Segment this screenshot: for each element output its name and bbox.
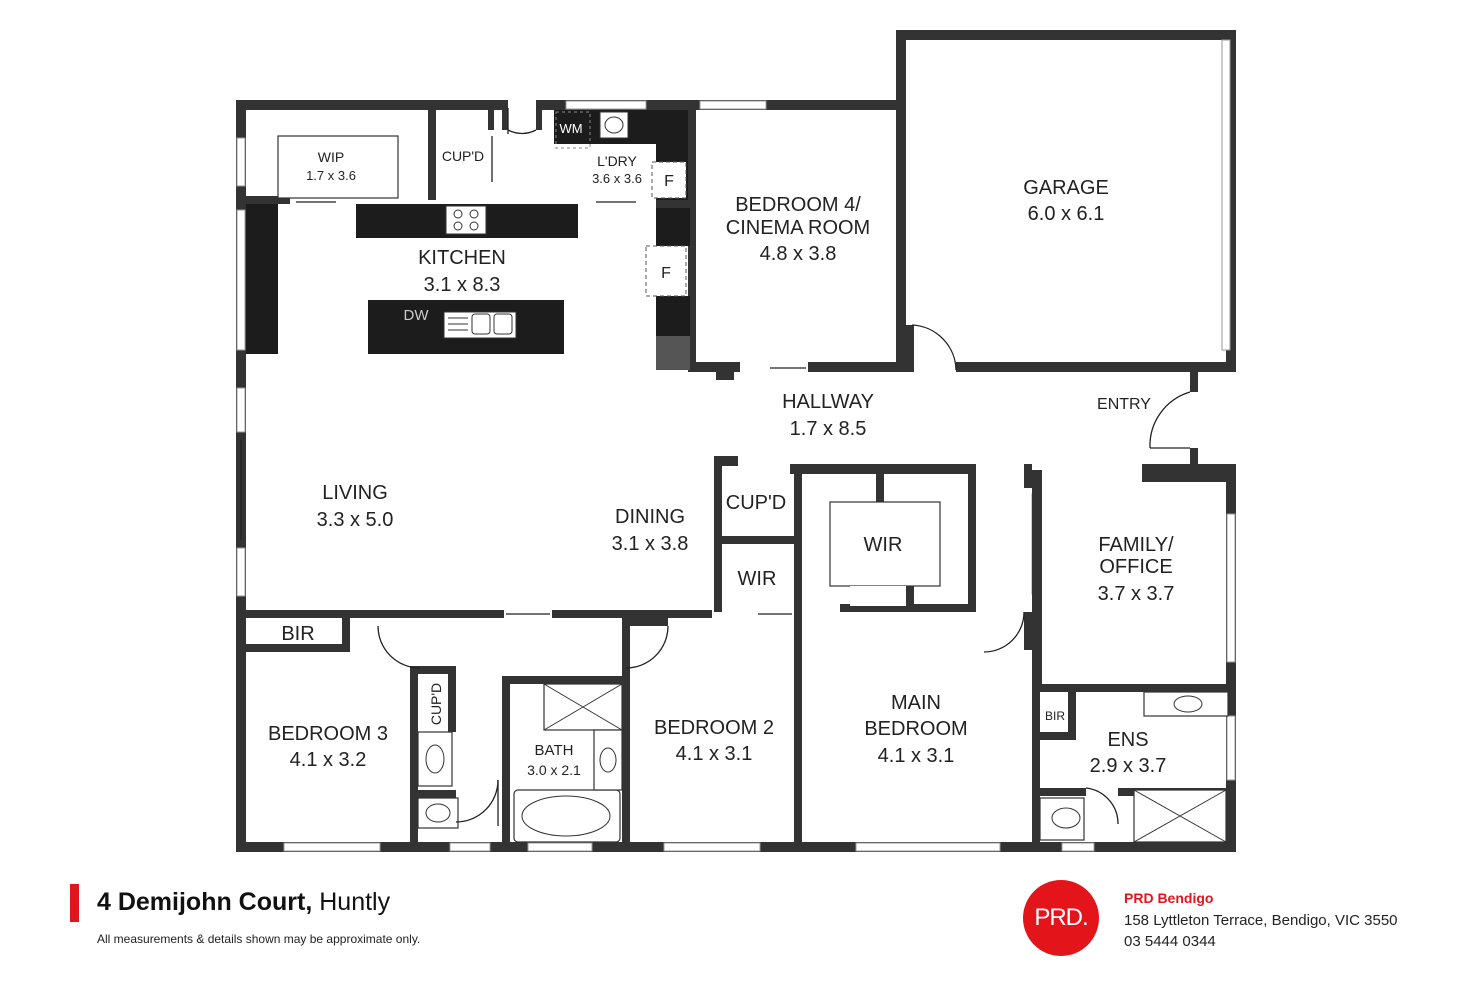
- ens-label: ENS: [1107, 729, 1148, 751]
- bath-dim: 3.0 x 2.1: [527, 762, 581, 778]
- hallway-dim: 1.7 x 8.5: [790, 418, 867, 440]
- wip-dim: 1.7 x 3.6: [306, 168, 356, 183]
- bedroom4-label-2: CINEMA ROOM: [726, 217, 870, 239]
- main-bedroom-dim: 4.1 x 3.1: [878, 745, 955, 767]
- fridge-label-1: F: [664, 173, 674, 190]
- footer: 4 Demijohn Court, Huntly All measurement…: [0, 870, 1472, 982]
- joinery: [246, 110, 1229, 843]
- garage-label: GARAGE: [1023, 177, 1109, 199]
- garage-dim: 6.0 x 6.1: [1028, 203, 1105, 225]
- bath-label: BATH: [535, 742, 574, 759]
- address-street: 4 Demijohn Court,: [97, 888, 313, 916]
- cupd-mid-label: CUP'D: [726, 492, 787, 514]
- floor-plan: GARAGE 6.0 x 6.1 BEDROOM 4/ CINEMA ROOM …: [236, 30, 1236, 852]
- living-dim: 3.3 x 5.0: [317, 509, 394, 531]
- room-labels: GARAGE 6.0 x 6.1 BEDROOM 4/ CINEMA ROOM …: [268, 121, 1174, 778]
- wir-main-label: WIR: [864, 534, 903, 556]
- disclaimer: All measurements & details shown may be …: [97, 932, 421, 946]
- dining-label: DINING: [615, 506, 685, 528]
- ens-dim: 2.9 x 3.7: [1090, 755, 1167, 777]
- property-address: 4 Demijohn Court, Huntly: [97, 888, 390, 917]
- bedroom3-label: BEDROOM 3: [268, 723, 388, 745]
- doors: [240, 108, 1191, 826]
- living-label: LIVING: [322, 482, 388, 504]
- bedroom4-dim: 4.8 x 3.8: [760, 243, 837, 265]
- cupd-top-label: CUP'D: [442, 148, 484, 164]
- agency-phone: 03 5444 0344: [1124, 933, 1216, 950]
- laundry-dim: 3.6 x 3.6: [592, 171, 642, 186]
- agency-address: 158 Lyttleton Terrace, Bendigo, VIC 3550: [1124, 912, 1398, 929]
- kitchen-label: KITCHEN: [418, 247, 506, 269]
- main-bedroom-label: MAIN: [891, 692, 941, 714]
- laundry-label: L'DRY: [597, 153, 637, 169]
- family-label: FAMILY/: [1098, 534, 1174, 556]
- bir-left-label: BIR: [281, 623, 314, 645]
- wir-small-label: WIR: [738, 568, 777, 590]
- main-bedroom-label-2: BEDROOM: [864, 718, 967, 740]
- agency-name: PRD Bendigo: [1124, 890, 1214, 906]
- family-label-2: OFFICE: [1099, 556, 1172, 578]
- bedroom3-dim: 4.1 x 3.2: [290, 749, 367, 771]
- wip-label: WIP: [318, 149, 344, 165]
- address-suburb: Huntly: [312, 888, 391, 916]
- entry-label: ENTRY: [1097, 396, 1151, 413]
- bedroom4-label: BEDROOM 4/: [735, 194, 861, 216]
- cupd-bath-label: CUP'D: [428, 683, 444, 725]
- bir-ens-label: BIR: [1045, 709, 1065, 723]
- dining-dim: 3.1 x 3.8: [612, 533, 689, 555]
- bedroom2-label: BEDROOM 2: [654, 717, 774, 739]
- kitchen-dim: 3.1 x 8.3: [424, 274, 501, 296]
- bedroom2-dim: 4.1 x 3.1: [676, 743, 753, 765]
- hallway-label: HALLWAY: [782, 391, 874, 413]
- dw-label: DW: [404, 307, 430, 324]
- address-accent-bar: [70, 884, 79, 922]
- wm-label: WM: [559, 121, 582, 136]
- prd-logo: PRD.: [1023, 880, 1099, 956]
- prd-logo-text: PRD.: [1034, 904, 1088, 931]
- family-dim: 3.7 x 3.7: [1098, 583, 1175, 605]
- fridge-label-2: F: [661, 265, 671, 282]
